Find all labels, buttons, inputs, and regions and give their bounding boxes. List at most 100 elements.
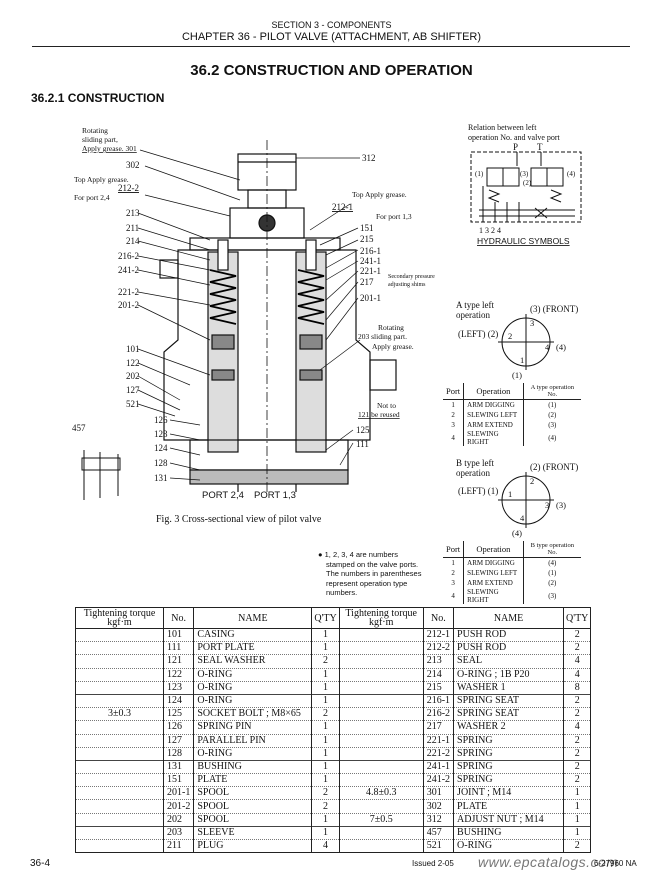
- no-cell: 214: [422, 668, 455, 682]
- name-cell: O-RING ; 1B P20: [453, 668, 565, 682]
- b-type-n1: 1: [508, 489, 512, 499]
- torque-cell: [338, 693, 424, 709]
- qty-cell: 1: [311, 759, 340, 775]
- no-cell: 241-1: [422, 759, 455, 775]
- qty-cell: 1: [311, 693, 340, 709]
- torque-cell: [338, 628, 424, 643]
- b-type-n4: 4: [520, 513, 525, 523]
- header-rule: [32, 46, 630, 47]
- qty-cell: 2: [563, 628, 592, 643]
- no-cell: 521: [422, 839, 455, 854]
- header-no-left: No.: [162, 607, 195, 629]
- torque-cell: [338, 654, 424, 669]
- note-rotating-right-3: Apply grease.: [372, 342, 414, 351]
- callout-202: 202: [126, 371, 140, 381]
- name-cell: PUSH ROD: [453, 641, 565, 656]
- parts-list-table: Tightening torque kgf·m No. NAME Q'TY Ti…: [75, 607, 592, 854]
- qty-cell: 2: [311, 654, 340, 669]
- no-cell: 216-2: [422, 707, 455, 722]
- qty-cell: 1: [311, 720, 340, 735]
- torque-cell: [75, 628, 164, 643]
- qty-cell: 1: [311, 641, 340, 656]
- torque-cell: [338, 668, 424, 682]
- name-cell: SLEEVE: [193, 825, 313, 841]
- torque-cell: [75, 641, 164, 656]
- no-cell: 215: [422, 681, 455, 695]
- header-torque-right: Tightening torque kgf·m: [338, 607, 424, 629]
- chapter-label: CHAPTER 36 - PILOT VALVE (ATTACHMENT, AB…: [181, 31, 482, 43]
- page-title: 36.2 CONSTRUCTION AND OPERATION: [190, 62, 473, 79]
- qty-cell: 8: [563, 681, 592, 695]
- torque-cell: [338, 681, 424, 695]
- torque-cell: [75, 693, 164, 709]
- name-cell: SPRING SEAT: [453, 707, 565, 722]
- callout-127: 127: [126, 385, 140, 395]
- b-type-p4: (4): [512, 528, 522, 538]
- no-cell: 201-1: [162, 786, 195, 801]
- callout-201-2: 201-2: [118, 300, 139, 310]
- no-cell: 111: [162, 641, 195, 656]
- torque-cell: [75, 734, 164, 748]
- a-type-header-port: Port: [443, 383, 465, 400]
- torque-cell: [338, 773, 424, 788]
- a-type-front: (3) (FRONT): [530, 304, 578, 314]
- no-cell: 312: [422, 813, 455, 827]
- torque-cell: [338, 759, 424, 775]
- b-type-header-opno: B type operation No.: [523, 541, 581, 558]
- name-cell: BUSHING: [193, 759, 313, 775]
- name-cell: PARALLEL PIN: [193, 734, 313, 748]
- torque-cell: [338, 720, 424, 735]
- port-t: T: [537, 142, 543, 152]
- name-cell: O-RING: [453, 839, 565, 854]
- port-label-3: (3): [520, 170, 529, 178]
- torque-cell: [338, 707, 424, 722]
- a-type-header-opno: A type operation No.: [523, 383, 581, 400]
- name-cell: SPRING PIN: [193, 720, 313, 735]
- name-cell: PLUG: [193, 839, 313, 854]
- relation-line-2: operation No. and valve port: [468, 133, 561, 142]
- no-cell: 216-1: [422, 693, 455, 709]
- torque-cell: [75, 773, 164, 788]
- page-number: 36-4: [30, 858, 51, 869]
- no-cell: 101: [162, 628, 195, 643]
- note-rotating-top-1: Rotating: [82, 126, 108, 135]
- a-type-left: (LEFT) (2): [458, 329, 498, 339]
- name-cell: SEAL WASHER: [193, 654, 313, 669]
- header-torque-left: Tightening torque kgf·m: [75, 607, 164, 629]
- qty-cell: 1: [311, 668, 340, 682]
- qty-cell: 2: [563, 839, 592, 854]
- callout-123: 123: [154, 429, 168, 439]
- note-secondary-pressure-1: Secondary pressure: [388, 274, 435, 280]
- no-cell: 201-2: [162, 799, 195, 814]
- b-type-operation-diagram: B type left operation (2) (FRONT) (LEFT)…: [456, 458, 578, 538]
- label-port-13: PORT 1,3: [254, 490, 296, 501]
- header-name-right: NAME: [453, 607, 565, 629]
- no-cell: 221-2: [422, 747, 455, 761]
- callout-125: 125: [356, 425, 370, 435]
- name-cell: SPOOL: [193, 799, 313, 814]
- qty-cell: 2: [563, 747, 592, 761]
- name-cell: SPOOL: [193, 786, 313, 801]
- name-cell: SOCKET BOLT ; M8×65: [193, 707, 313, 722]
- no-cell: 202: [162, 813, 195, 827]
- note-not-reused-1: Not to: [377, 401, 396, 410]
- no-cell: 203: [162, 825, 195, 841]
- torque-cell: 4.8±0.3: [338, 786, 424, 801]
- a-type-title-2: operation: [456, 310, 490, 320]
- callout-126: 126: [154, 415, 168, 425]
- callout-241-2: 241-2: [118, 265, 139, 275]
